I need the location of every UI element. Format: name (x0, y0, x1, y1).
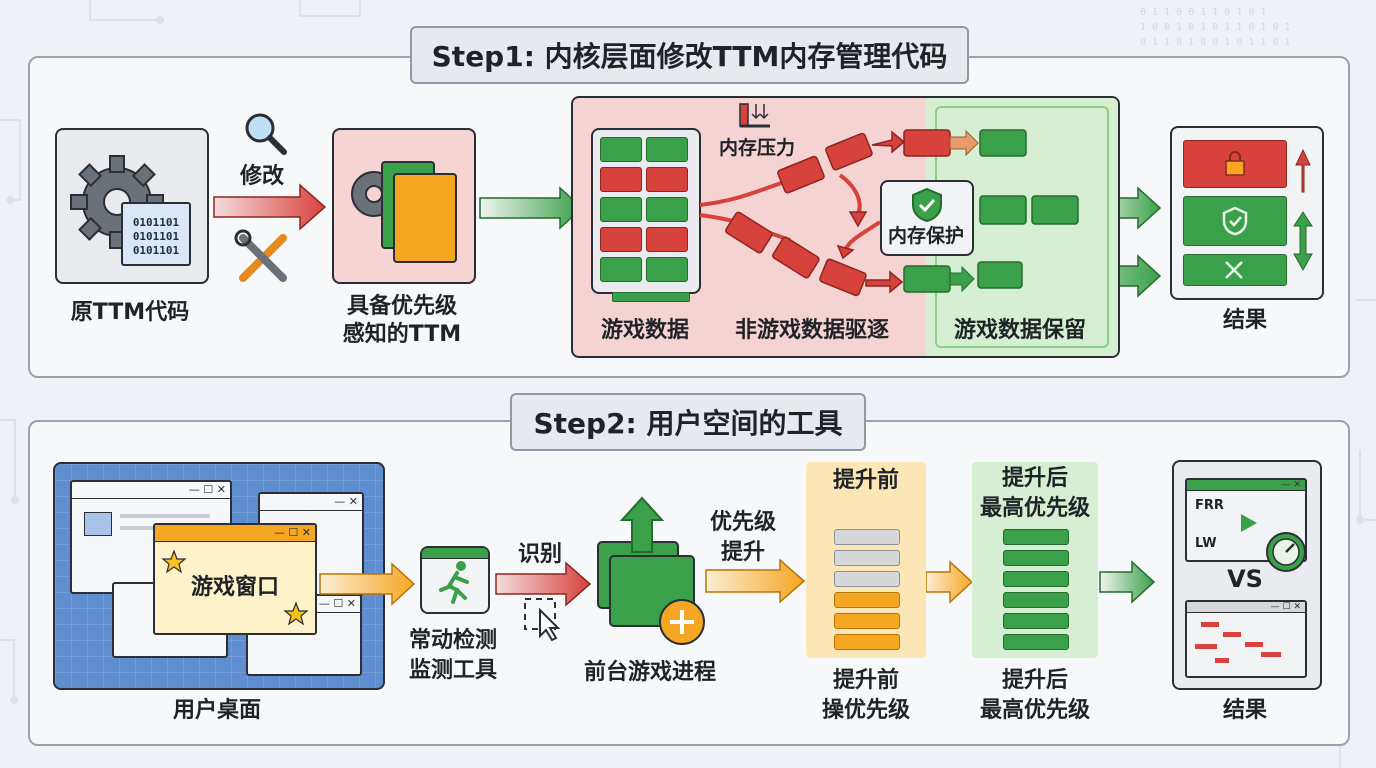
svg-text:0 1 1 0 1 0 0 1 0 1 1 0 1: 0 1 1 0 1 0 0 1 0 1 1 0 1 (1140, 37, 1291, 48)
grid-cell (646, 257, 688, 282)
binary-line: 0101101 (132, 230, 180, 243)
after-bottom-label-1: 提升后 (1001, 668, 1068, 693)
modify-label: 修改 (239, 164, 284, 189)
boost-label-2: 提升 (720, 540, 765, 565)
gear-icon (351, 161, 457, 263)
step2-title: Step2: 用户空间的工具 (510, 393, 866, 451)
vs-label: VS (1227, 565, 1263, 593)
before-bottom-label-2: 操优先级 (821, 698, 910, 723)
after-top-label-2: 最高优先级 (979, 496, 1090, 521)
priority-ttm-box (332, 128, 476, 284)
priority-block (1003, 571, 1069, 587)
lock-icon (1225, 151, 1245, 176)
result-red-bar (1183, 140, 1287, 188)
game-data-label: 游戏数据 (600, 318, 689, 343)
star-icon (161, 549, 187, 574)
priority-ttm-label-1: 具备优先级 (346, 294, 457, 319)
grid-cell (600, 197, 642, 222)
memory-protect-box (880, 180, 974, 256)
game-window[interactable]: — ☐ ✕ 游戏窗口 (153, 523, 317, 635)
priority-block (834, 529, 900, 545)
svg-text:0 1 1 0 0 1 1 0 1 0 1: 0 1 1 0 0 1 1 0 1 0 1 (1140, 7, 1266, 18)
grid-cell (646, 197, 688, 222)
step1-title: Step1: 内核层面修改TTM内存管理代码 (410, 26, 969, 84)
grid-cell (600, 137, 642, 162)
before-top-label: 提升前 (832, 468, 899, 493)
memory-pressure-label: 内存压力 (718, 137, 795, 159)
grid-cell (646, 227, 688, 252)
cursor-select-icon (524, 598, 561, 642)
grid-cell (600, 167, 642, 192)
pressure-icon (739, 103, 770, 128)
detect-tool-box (420, 546, 490, 614)
binary-code-window: 0101101 0101101 0101101 (121, 202, 191, 266)
desktop-label: 用户桌面 (172, 698, 261, 723)
binary-line: 0101101 (132, 244, 180, 257)
wrench-screwdriver-icon (234, 229, 287, 282)
retain-label: 游戏数据保留 (953, 318, 1086, 343)
detect-tool-label-2: 监测工具 (408, 658, 497, 683)
shield-check-icon (1222, 206, 1248, 236)
foreground-label: 前台游戏进程 (583, 660, 716, 685)
play-icon (1241, 514, 1257, 532)
priority-block (834, 634, 900, 650)
svg-text:1 0 0 1 0 1 0 1 1 0 1 0 1: 1 0 0 1 0 1 0 1 1 0 1 0 1 (1140, 22, 1291, 33)
shield-check-icon (912, 187, 942, 223)
identify-label: 识别 (517, 542, 562, 567)
foreground-process-icon (597, 496, 705, 645)
step2-result-label: 结果 (1222, 698, 1267, 723)
running-figure-icon (439, 561, 469, 604)
tools-icon (1225, 261, 1243, 279)
priority-block (834, 592, 900, 608)
after-top-label-1: 提升后 (1001, 466, 1068, 491)
after-bottom-label-2: 最高优先级 (979, 698, 1090, 723)
result-green-bar (1183, 196, 1287, 246)
frr-label: FRR (1195, 498, 1224, 513)
lw-label: LW (1195, 536, 1217, 551)
result-green-bar-small (1183, 254, 1287, 286)
priority-block (1003, 613, 1069, 629)
game-window-label: 游戏窗口 (190, 575, 279, 600)
speedometer-icon (1266, 532, 1306, 572)
priority-block (1003, 550, 1069, 566)
detect-tool-label-1: 常动检测 (408, 628, 497, 653)
step1-result-label: 结果 (1222, 308, 1267, 333)
star-icon (283, 601, 309, 626)
priority-block (834, 613, 900, 629)
grid-cell (600, 257, 642, 282)
original-code-box: 0101101 0101101 0101101 (55, 128, 209, 284)
before-bottom-label-1: 提升前 (832, 668, 899, 693)
grid-shadow (612, 292, 690, 302)
grid-cell (646, 167, 688, 192)
evict-label: 非游戏数据驱逐 (734, 318, 889, 343)
priority-block (834, 571, 900, 587)
result-laggy-window: — ☐ ✕ (1185, 600, 1307, 678)
grid-cell (646, 137, 688, 162)
memory-protect-label: 内存保护 (887, 225, 964, 247)
priority-block (1003, 592, 1069, 608)
priority-block (834, 550, 900, 566)
binary-line: 0101101 (132, 216, 180, 229)
grid-cell (600, 227, 642, 252)
priority-ttm-label-2: 感知的TTM (342, 322, 462, 347)
priority-block (1003, 529, 1069, 545)
priority-block (1003, 634, 1069, 650)
magnifier-icon (245, 113, 287, 155)
boost-label-1: 优先级 (709, 510, 776, 535)
original-code-label: 原TTM代码 (70, 300, 190, 325)
